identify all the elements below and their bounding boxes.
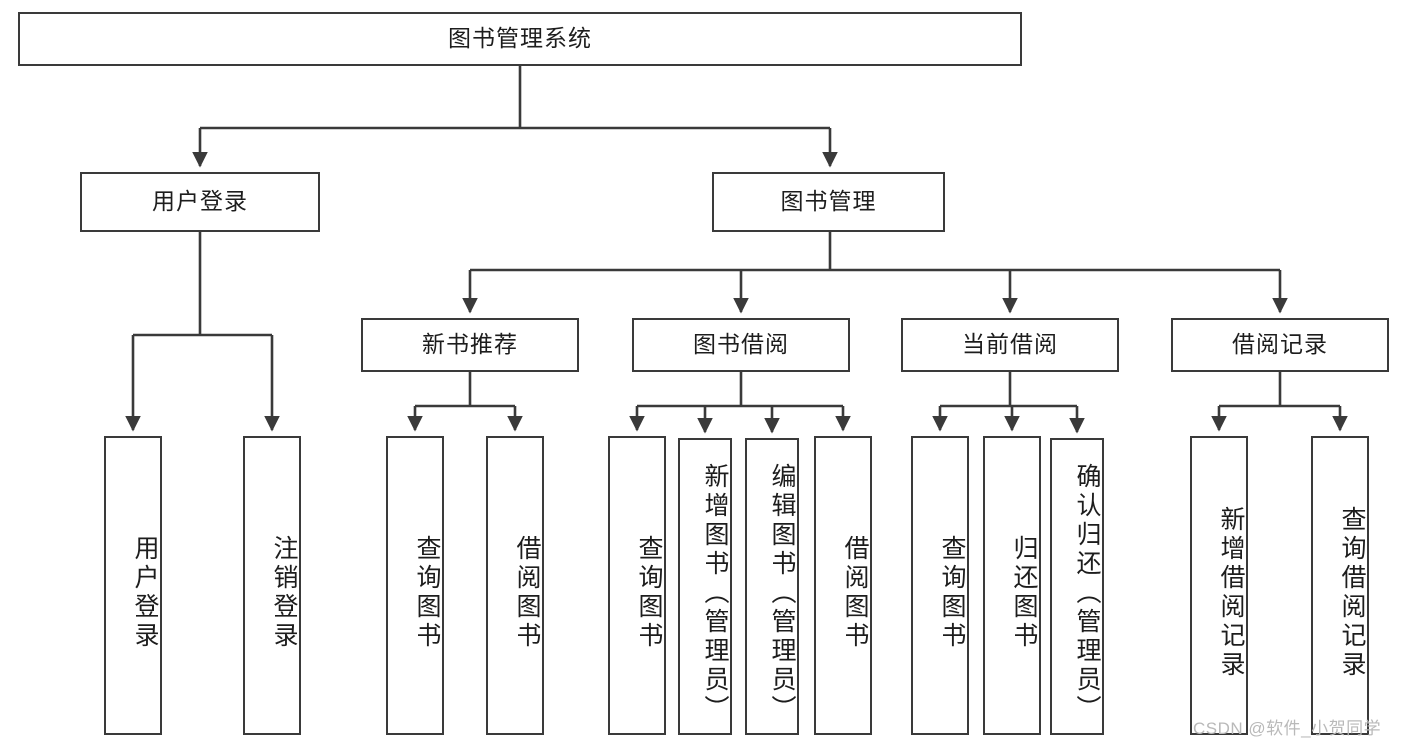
leaf-borrow-book-recommendation[interactable]: 借阅图书 [486, 436, 544, 735]
node-book-borrowing[interactable]: 图书借阅 [632, 318, 850, 372]
node-borrowing-record-label: 借阅记录 [1232, 331, 1328, 358]
node-book-management-label: 图书管理 [780, 188, 877, 215]
leaf-borrow-book-borrowing-label: 借阅图书 [841, 534, 869, 651]
leaf-query-borrowing-record-label: 查询借阅记录 [1338, 505, 1366, 680]
node-new-book-recommendation[interactable]: 新书推荐 [361, 318, 579, 372]
leaf-query-borrowing-record[interactable]: 查询借阅记录 [1311, 436, 1369, 735]
leaf-query-book-current-label: 查询图书 [938, 534, 966, 651]
leaf-return-book[interactable]: 归还图书 [983, 436, 1041, 735]
leaf-query-book-current[interactable]: 查询图书 [911, 436, 969, 735]
leaf-query-book-borrowing-label: 查询图书 [635, 534, 663, 651]
leaf-borrow-book-borrowing[interactable]: 借阅图书 [814, 436, 872, 735]
node-book-management[interactable]: 图书管理 [712, 172, 945, 232]
leaf-return-book-label: 归还图书 [1010, 534, 1038, 651]
node-current-borrowing[interactable]: 当前借阅 [901, 318, 1119, 372]
leaf-query-book-borrowing[interactable]: 查询图书 [608, 436, 666, 735]
node-borrowing-record[interactable]: 借阅记录 [1171, 318, 1389, 372]
leaf-add-book-admin-label: 新增图书（管理员） [701, 463, 729, 724]
node-user-login-label: 用户登录 [152, 188, 248, 215]
leaf-borrow-book-recommendation-label: 借阅图书 [513, 534, 541, 651]
csdn-watermark-text: CSDN @软件_小贺同学 [1193, 719, 1382, 738]
leaf-query-book-recommendation[interactable]: 查询图书 [386, 436, 444, 735]
leaf-user-logout[interactable]: 注销登录 [243, 436, 301, 735]
leaf-user-login-label: 用户登录 [131, 534, 159, 651]
node-book-borrowing-label: 图书借阅 [693, 331, 789, 358]
leaf-edit-book-admin-label: 编辑图书（管理员） [768, 463, 796, 724]
leaf-add-book-admin[interactable]: 新增图书（管理员） [678, 438, 732, 735]
leaf-confirm-return-admin-label: 确认归还（管理员） [1073, 463, 1101, 724]
leaf-query-book-recommendation-label: 查询图书 [413, 534, 441, 651]
leaf-user-logout-label: 注销登录 [270, 534, 298, 651]
node-new-book-recommendation-label: 新书推荐 [422, 331, 518, 358]
csdn-watermark: CSDN @软件_小贺同学 [1193, 714, 1381, 739]
leaf-confirm-return-admin[interactable]: 确认归还（管理员） [1050, 438, 1104, 735]
node-current-borrowing-label: 当前借阅 [962, 331, 1058, 358]
node-root-label: 图书管理系统 [448, 25, 592, 52]
leaf-user-login[interactable]: 用户登录 [104, 436, 162, 735]
leaf-add-borrowing-record-label: 新增借阅记录 [1217, 505, 1245, 680]
node-user-login[interactable]: 用户登录 [80, 172, 320, 232]
leaf-add-borrowing-record[interactable]: 新增借阅记录 [1190, 436, 1248, 735]
node-root[interactable]: 图书管理系统 [18, 12, 1022, 66]
leaf-edit-book-admin[interactable]: 编辑图书（管理员） [745, 438, 799, 735]
